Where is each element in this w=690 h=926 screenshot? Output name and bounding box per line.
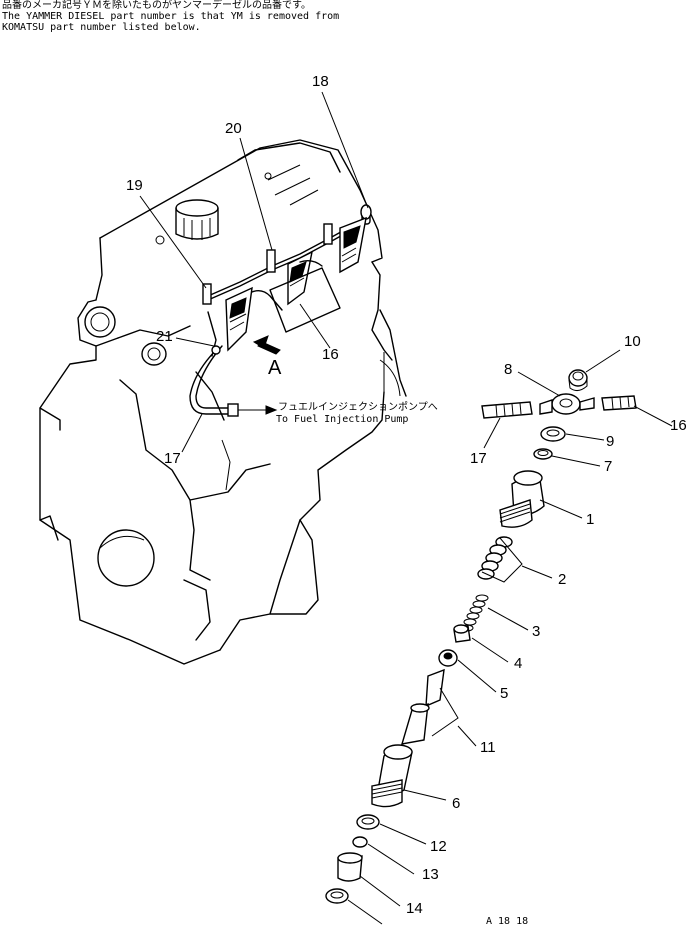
note-english-line-1: The YAMMER DIESEL part number is that YM…	[2, 11, 340, 22]
view-arrow-icon	[252, 335, 281, 355]
pump-text-jp: フュエルインジェクションポンプへ	[278, 401, 438, 413]
port-circle-1	[84, 306, 116, 338]
part-14-sleeve-icon	[337, 852, 363, 882]
part-11-nozzle-icon	[401, 668, 445, 745]
label-11: 11	[480, 739, 496, 756]
label-3: 3	[532, 623, 540, 640]
label-19: 19	[126, 177, 143, 194]
label-7: 7	[604, 458, 612, 475]
part-12-washer-icon	[356, 814, 380, 830]
oil-cap-icon	[175, 199, 219, 217]
label-2: 2	[558, 571, 566, 588]
part-6-nut-icon	[371, 744, 413, 808]
label-16-engine: 16	[322, 346, 339, 363]
label-16-parts: 16	[670, 417, 687, 434]
label-17-engine: 17	[164, 450, 181, 467]
label-21: 21	[156, 328, 173, 345]
label-6: 6	[452, 795, 460, 812]
label-4: 4	[514, 655, 522, 672]
engine-leaders	[139, 91, 369, 453]
label-17-parts: 17	[470, 450, 487, 467]
part-16-hose-icon	[601, 395, 637, 411]
label-13: 13	[422, 866, 439, 883]
part-8-banjo-icon	[539, 393, 595, 415]
label-12: 12	[430, 838, 447, 855]
pump-text-en: To Fuel Injection Pump	[276, 414, 408, 425]
engine-block	[39, 139, 407, 665]
note-japanese: 品番のメーカ記号ＹＭを除いたものがヤンマーデーゼルの品番です。	[2, 0, 311, 11]
label-20: 20	[225, 120, 242, 137]
part-17-hose-icon	[481, 401, 533, 419]
part-9-washer-icon	[540, 426, 566, 442]
injector-body-icon	[225, 216, 367, 352]
port-circle-2	[141, 342, 167, 366]
part-13-ring-icon	[352, 836, 368, 848]
part-10-nut-icon	[568, 369, 588, 392]
label-14: 14	[406, 900, 423, 917]
footer-code: A 18 18	[486, 916, 528, 926]
label-10: 10	[624, 333, 641, 350]
label-18: 18	[312, 73, 329, 90]
note-english-line-2: KOMATSU part number listed below.	[2, 22, 201, 33]
parts-leaders	[347, 349, 673, 925]
label-8: 8	[504, 361, 512, 378]
part-1-holder-icon	[499, 470, 545, 528]
label-5: 5	[500, 685, 508, 702]
label-1: 1	[586, 511, 594, 528]
label-9: 9	[606, 433, 614, 450]
injection-pipes	[189, 204, 401, 417]
view-label-A: A	[268, 357, 282, 379]
flywheel-boss	[97, 529, 155, 587]
exploded-injector	[325, 369, 637, 904]
